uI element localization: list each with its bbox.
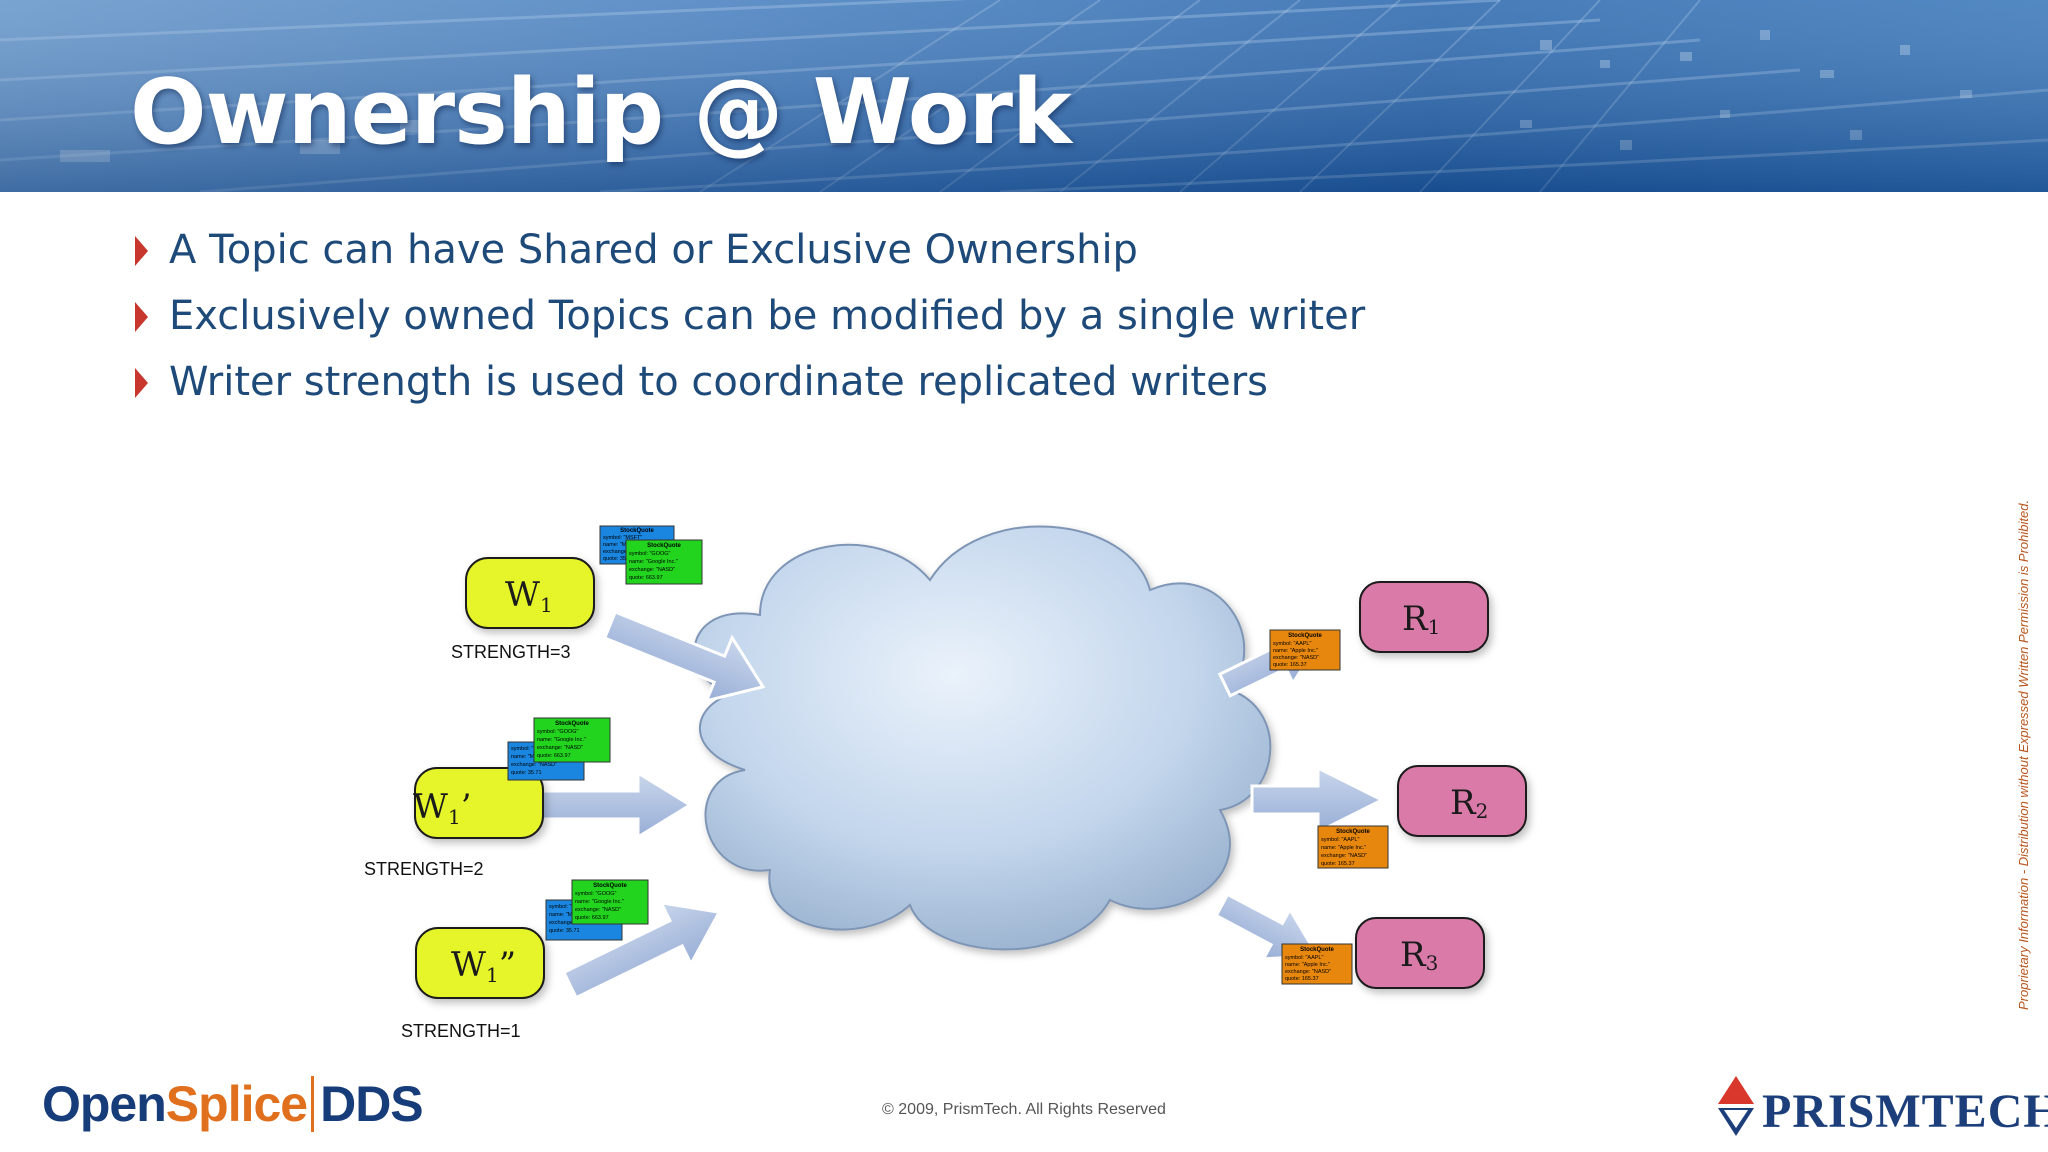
writer-prime-label: W1’: [413, 787, 472, 829]
svg-text:StockQuote: StockQuote: [1336, 829, 1370, 835]
arrow-w1p-to-cloud: [526, 770, 693, 840]
reader-label: R2: [1450, 783, 1488, 823]
svg-text:name: "Apple Inc.": name: "Apple Inc.": [1285, 962, 1330, 968]
svg-text:name: "Google Inc.": name: "Google Inc.": [575, 899, 624, 905]
svg-text:name: "Apple Inc.": name: "Apple Inc.": [1321, 845, 1366, 851]
svg-text:quote: 663.97: quote: 663.97: [537, 753, 571, 759]
writer-w1: W1: [465, 557, 595, 629]
svg-text:symbol: "GOOG": symbol: "GOOG": [575, 891, 617, 897]
svg-text:StockQuote: StockQuote: [647, 543, 681, 549]
svg-text:StockQuote: StockQuote: [620, 528, 654, 534]
writer-w1-prime: .: [414, 767, 544, 839]
svg-text:symbol: "MSFT": symbol: "MSFT": [603, 535, 642, 541]
bullet-list: A Topic can have Shared or Exclusive Own…: [135, 222, 1635, 420]
reader-label: R1: [1402, 599, 1440, 639]
svg-text:symbol: "MSFT": symbol: "MSFT": [549, 904, 588, 910]
prismtech-wordmark: PRISMTECH: [1762, 1085, 2048, 1138]
svg-text:exchange: "NASD": exchange: "NASD": [1321, 853, 1367, 859]
svg-text:name: "Microsoft": name: "Microsoft": [603, 542, 646, 548]
svg-text:quote: 165.37: quote: 165.37: [1321, 861, 1355, 867]
svg-text:name: "Google Inc.": name: "Google Inc.": [629, 559, 678, 565]
bullet-arrow-icon: [135, 302, 148, 332]
svg-text:exchange: "NASD": exchange: "NASD": [575, 907, 621, 913]
bullet-text: Exclusively owned Topics can be modified…: [169, 293, 1366, 339]
svg-text:quote: 35.71: quote: 35.71: [603, 556, 634, 562]
reader-r2: [1397, 765, 1527, 837]
svg-text:quote: 165.37: quote: 165.37: [1273, 662, 1307, 668]
sample-card-green-w1p: StockQuote symbol: "GOOG" name: "Google …: [533, 717, 611, 763]
svg-text:StockQuote: StockQuote: [1288, 633, 1322, 639]
svg-text:StockQuote: StockQuote: [593, 883, 627, 889]
bullet-arrow-icon: [135, 236, 148, 266]
sample-card-orange-r3: StockQuote symbol: "AAPL" name: "Apple I…: [1281, 943, 1353, 985]
svg-text:symbol: "GOOG": symbol: "GOOG": [629, 551, 671, 557]
svg-text:exchange: "NASD": exchange: "NASD": [1285, 969, 1331, 975]
arrow-w1pp-to-cloud: [561, 900, 722, 1000]
sample-card-orange-r2: StockQuote symbol: "AAPL" name: "Apple I…: [1317, 825, 1389, 869]
svg-text:symbol: "AAPL": symbol: "AAPL": [1273, 641, 1311, 647]
proprietary-notice: Proprietary Information - Distribution w…: [2016, 499, 2031, 1010]
bullet-item: A Topic can have Shared or Exclusive Own…: [135, 222, 1635, 288]
bullet-text: Writer strength is used to coordinate re…: [169, 359, 1269, 405]
copyright: © 2009, PrismTech. All Rights Reserved: [882, 1101, 1166, 1118]
svg-text:exchange: "NASD": exchange: "NASD": [537, 745, 583, 751]
writer-strength: STRENGTH=2: [364, 859, 484, 879]
writer-strength: STRENGTH=1: [401, 1021, 521, 1041]
prism-triangle-icon: [1718, 1076, 1754, 1136]
svg-text:StockQuote: StockQuote: [555, 721, 589, 727]
svg-text:quote: 35.71: quote: 35.71: [511, 770, 542, 776]
svg-text:name: "Apple Inc.": name: "Apple Inc.": [1273, 648, 1318, 654]
sample-card-green-w1: StockQuote symbol: "GOOG" name: "Google …: [625, 539, 703, 585]
arrow-w1-to-cloud: [602, 610, 766, 703]
reader-r3: [1355, 917, 1485, 989]
writer-double-prime-label: W1”: [451, 945, 516, 987]
writer-arrows: [526, 610, 766, 1000]
logo-splice-text: Splice: [165, 1076, 308, 1132]
svg-text:name: "Microsoft": name: "Microsoft": [511, 754, 554, 760]
writer-label: W1: [505, 575, 553, 617]
dds-cloud: [693, 525, 1272, 951]
svg-text:symbol: "AAPL": symbol: "AAPL": [1321, 837, 1359, 843]
logo-dds-text: DDS: [311, 1076, 424, 1132]
logo-open-text: Open: [42, 1076, 167, 1132]
svg-text:symbol: "AAPL": symbol: "AAPL": [1285, 955, 1323, 961]
bullet-item: Writer strength is used to coordinate re…: [135, 354, 1635, 420]
reader-label: R3: [1400, 935, 1438, 975]
bullet-item: Exclusively owned Topics can be modified…: [135, 288, 1635, 354]
arrow-cloud-to-r2: [1250, 765, 1386, 835]
slide-title: Ownership @ Work: [130, 60, 1072, 165]
writer-strength: STRENGTH=3: [451, 642, 571, 662]
svg-text:exchange: "NASD": exchange: "NASD": [1273, 655, 1319, 661]
svg-text:quote: 663.97: quote: 663.97: [629, 575, 663, 581]
svg-text:quote: 35.71: quote: 35.71: [549, 928, 580, 934]
header-banner: Ownership @ Work: [0, 0, 2048, 192]
svg-text:quote: 663.97: quote: 663.97: [575, 915, 609, 921]
svg-text:symbol: "MSFT": symbol: "MSFT": [511, 746, 550, 752]
writer-w1-double-prime: [415, 927, 545, 999]
svg-text:quote: 165.37: quote: 165.37: [1285, 976, 1319, 982]
prismtech-logo: PRISMTECH: [1714, 1070, 2048, 1140]
bullet-arrow-icon: [135, 368, 148, 398]
sample-card-orange-r1: StockQuote symbol: "AAPL" name: "Apple I…: [1269, 629, 1341, 671]
svg-text:exchange: "NASD": exchange: "NASD": [511, 762, 557, 768]
svg-text:symbol: "GOOG": symbol: "GOOG": [537, 729, 579, 735]
reader-r1: [1359, 581, 1489, 653]
svg-text:exchange: "NASD": exchange: "NASD": [629, 567, 675, 573]
svg-text:name: "Microsoft": name: "Microsoft": [549, 912, 592, 918]
svg-text:StockQuote: StockQuote: [1300, 947, 1334, 953]
sample-card-green-w1pp: StockQuote symbol: "GOOG" name: "Google …: [571, 879, 649, 925]
header-background: [0, 0, 2048, 192]
bullet-text: A Topic can have Shared or Exclusive Own…: [169, 227, 1138, 273]
svg-text:name: "Google Inc.": name: "Google Inc.": [537, 737, 586, 743]
